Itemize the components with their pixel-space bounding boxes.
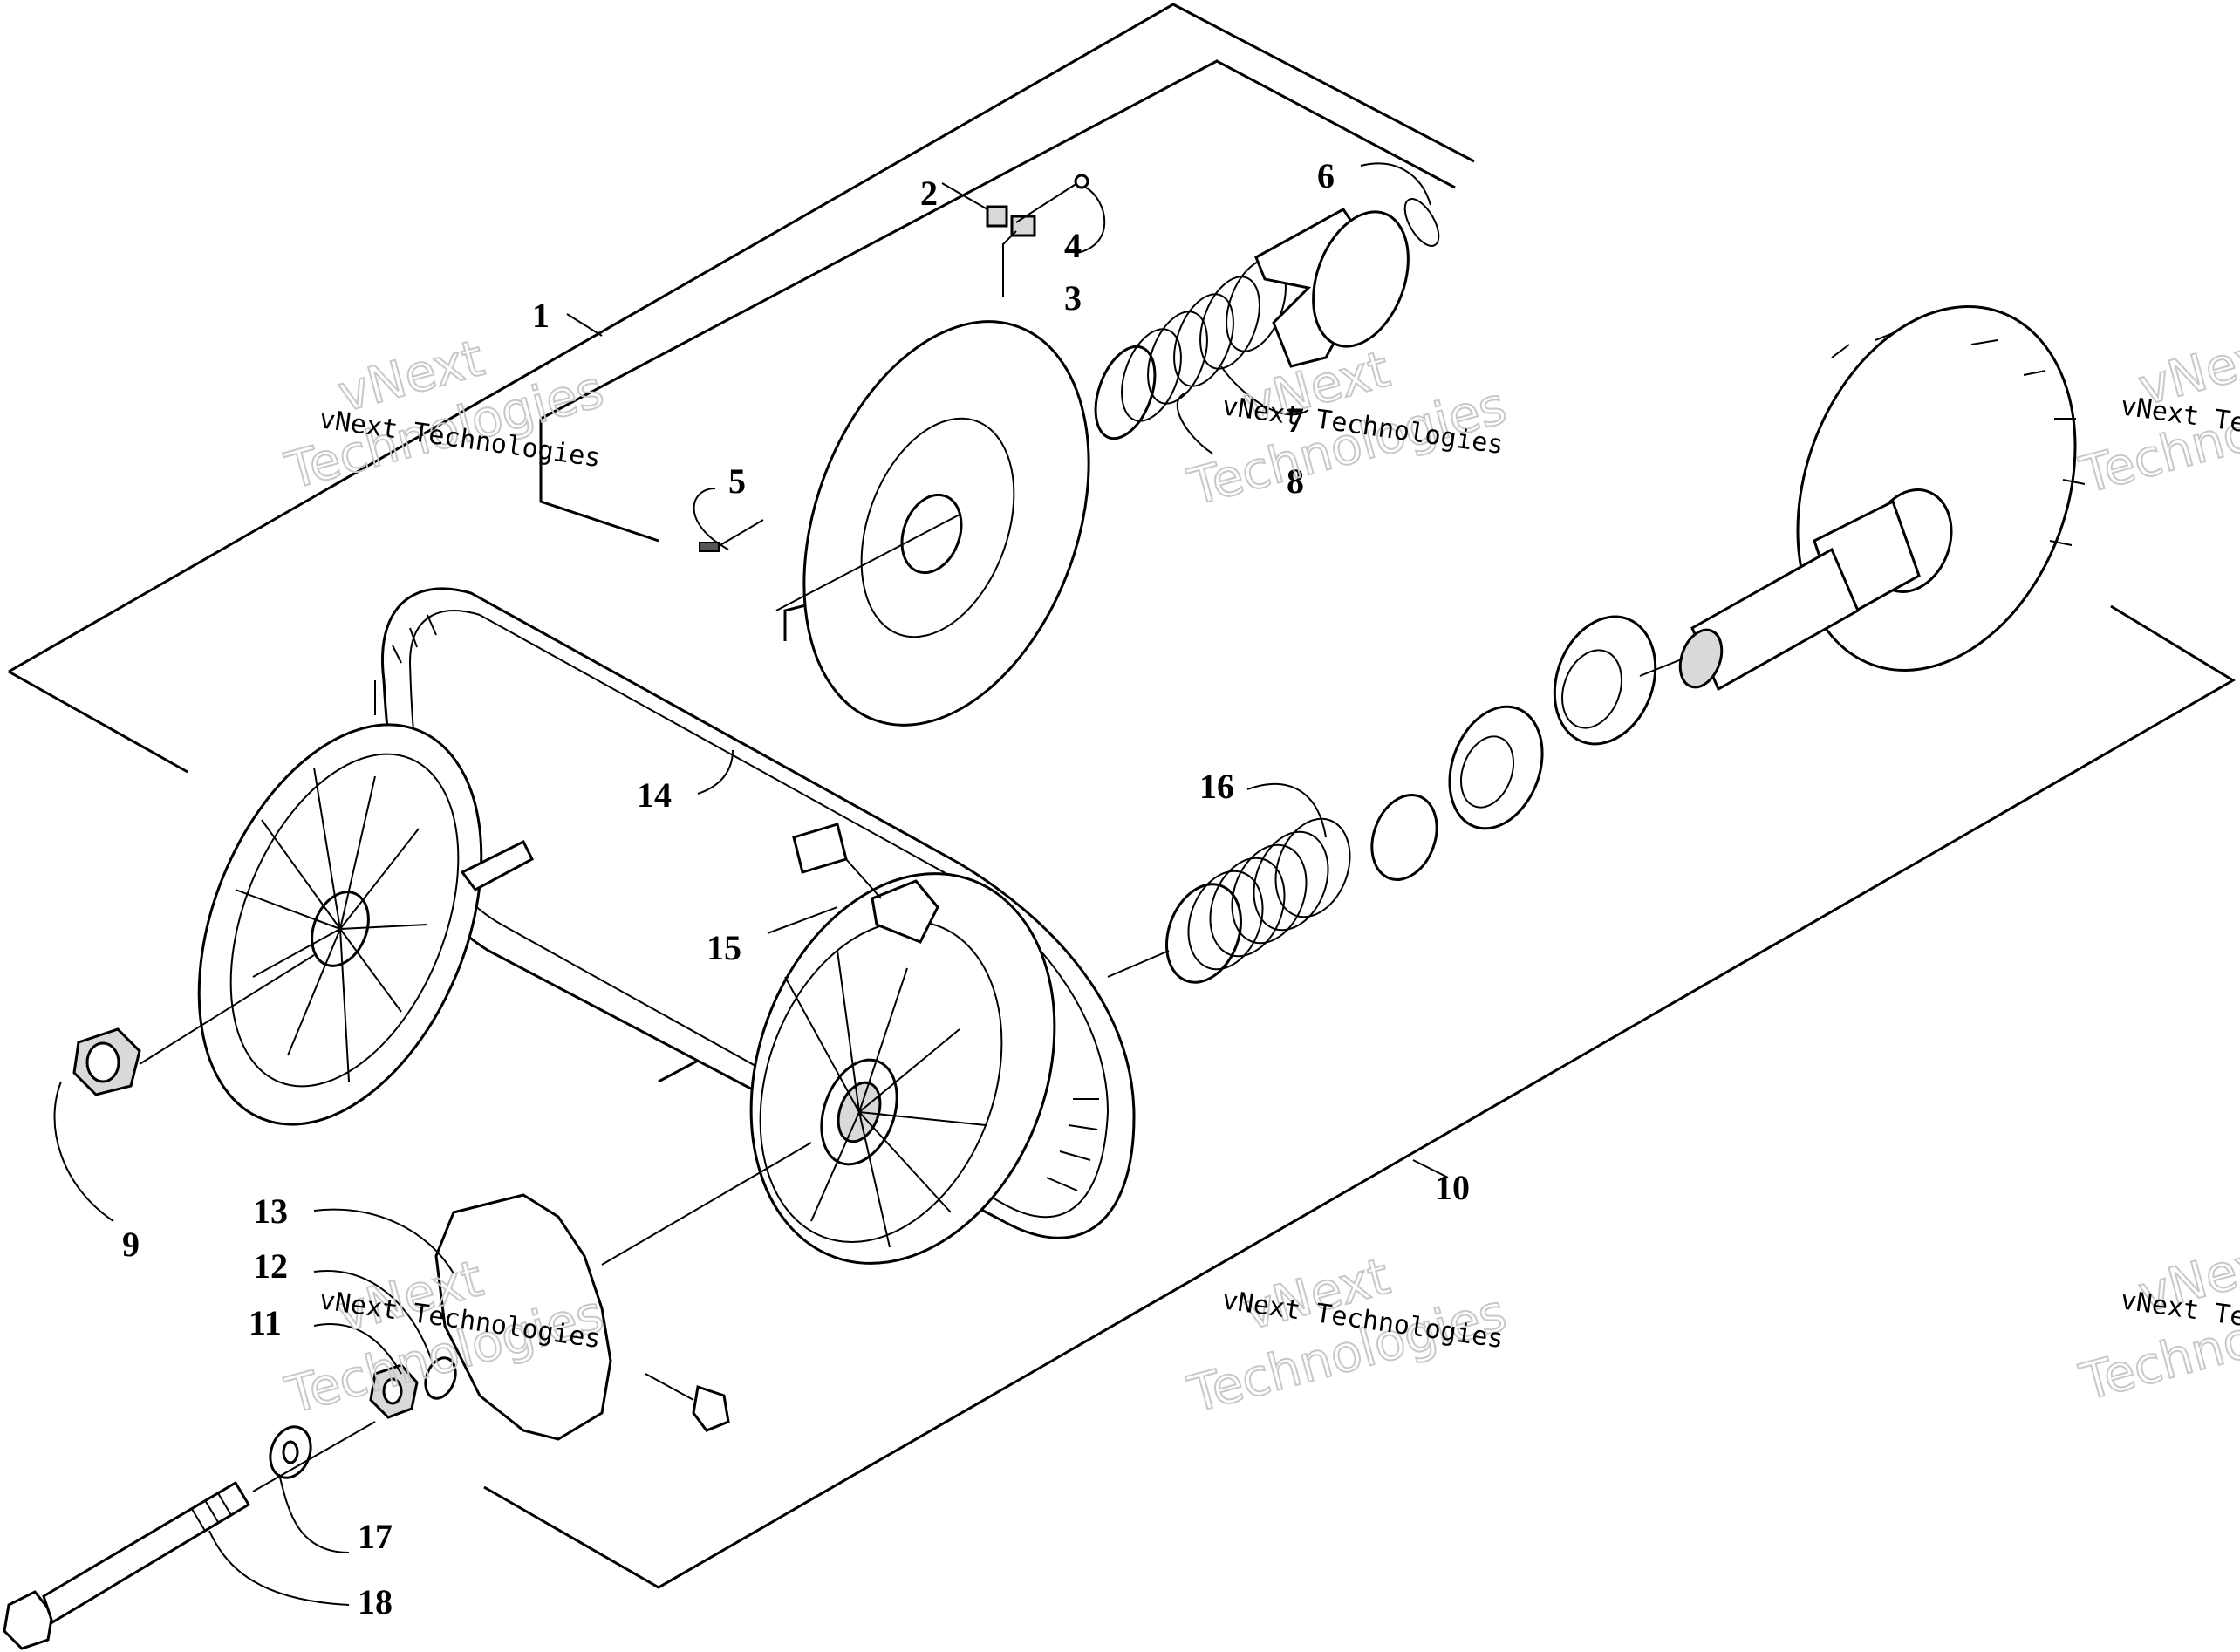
callout-17: 17 (358, 1517, 393, 1556)
callout-16: 16 (1199, 767, 1234, 806)
callout-3: 3 (1064, 278, 1082, 317)
callout-15: 15 (707, 928, 741, 967)
driven-clutch-cam (1254, 208, 1410, 368)
drive-fixed-sheave-shaft (1639, 305, 2086, 692)
clutch-weights (792, 823, 939, 944)
callout-6: 6 (1317, 156, 1335, 195)
nut (72, 1027, 141, 1096)
callout-13: 13 (253, 1191, 288, 1231)
callout-7: 7 (1287, 400, 1304, 440)
spacer-bushing (1370, 794, 1438, 881)
leader-lines (53, 162, 1449, 1606)
callout-labels: 1 2 3 4 5 6 7 8 9 10 11 12 13 14 15 16 1… (122, 156, 1470, 1621)
callout-4: 4 (1064, 226, 1082, 265)
bearing-large (1553, 615, 1657, 746)
snap-ring (1403, 198, 1440, 247)
callout-14: 14 (637, 775, 672, 815)
callout-8: 8 (1287, 461, 1304, 501)
callout-1: 1 (532, 296, 550, 335)
callout-2: 2 (920, 174, 938, 213)
bearing-small (1448, 705, 1544, 830)
spider (434, 1193, 730, 1441)
callout-12: 12 (253, 1246, 288, 1286)
callout-9: 9 (122, 1225, 140, 1264)
callout-11: 11 (249, 1303, 282, 1342)
drive-clutch-spring (1107, 817, 1351, 984)
driven-clutch-sheave (775, 320, 1090, 727)
drive-clutch-fixed-sheave (139, 723, 534, 1126)
slider-buttons (699, 174, 1089, 552)
bolt (3, 1421, 376, 1650)
callout-18: 18 (358, 1582, 393, 1621)
callout-10: 10 (1435, 1168, 1470, 1207)
drive-clutch-movable-sheave (601, 872, 1056, 1266)
callout-5: 5 (728, 461, 746, 501)
